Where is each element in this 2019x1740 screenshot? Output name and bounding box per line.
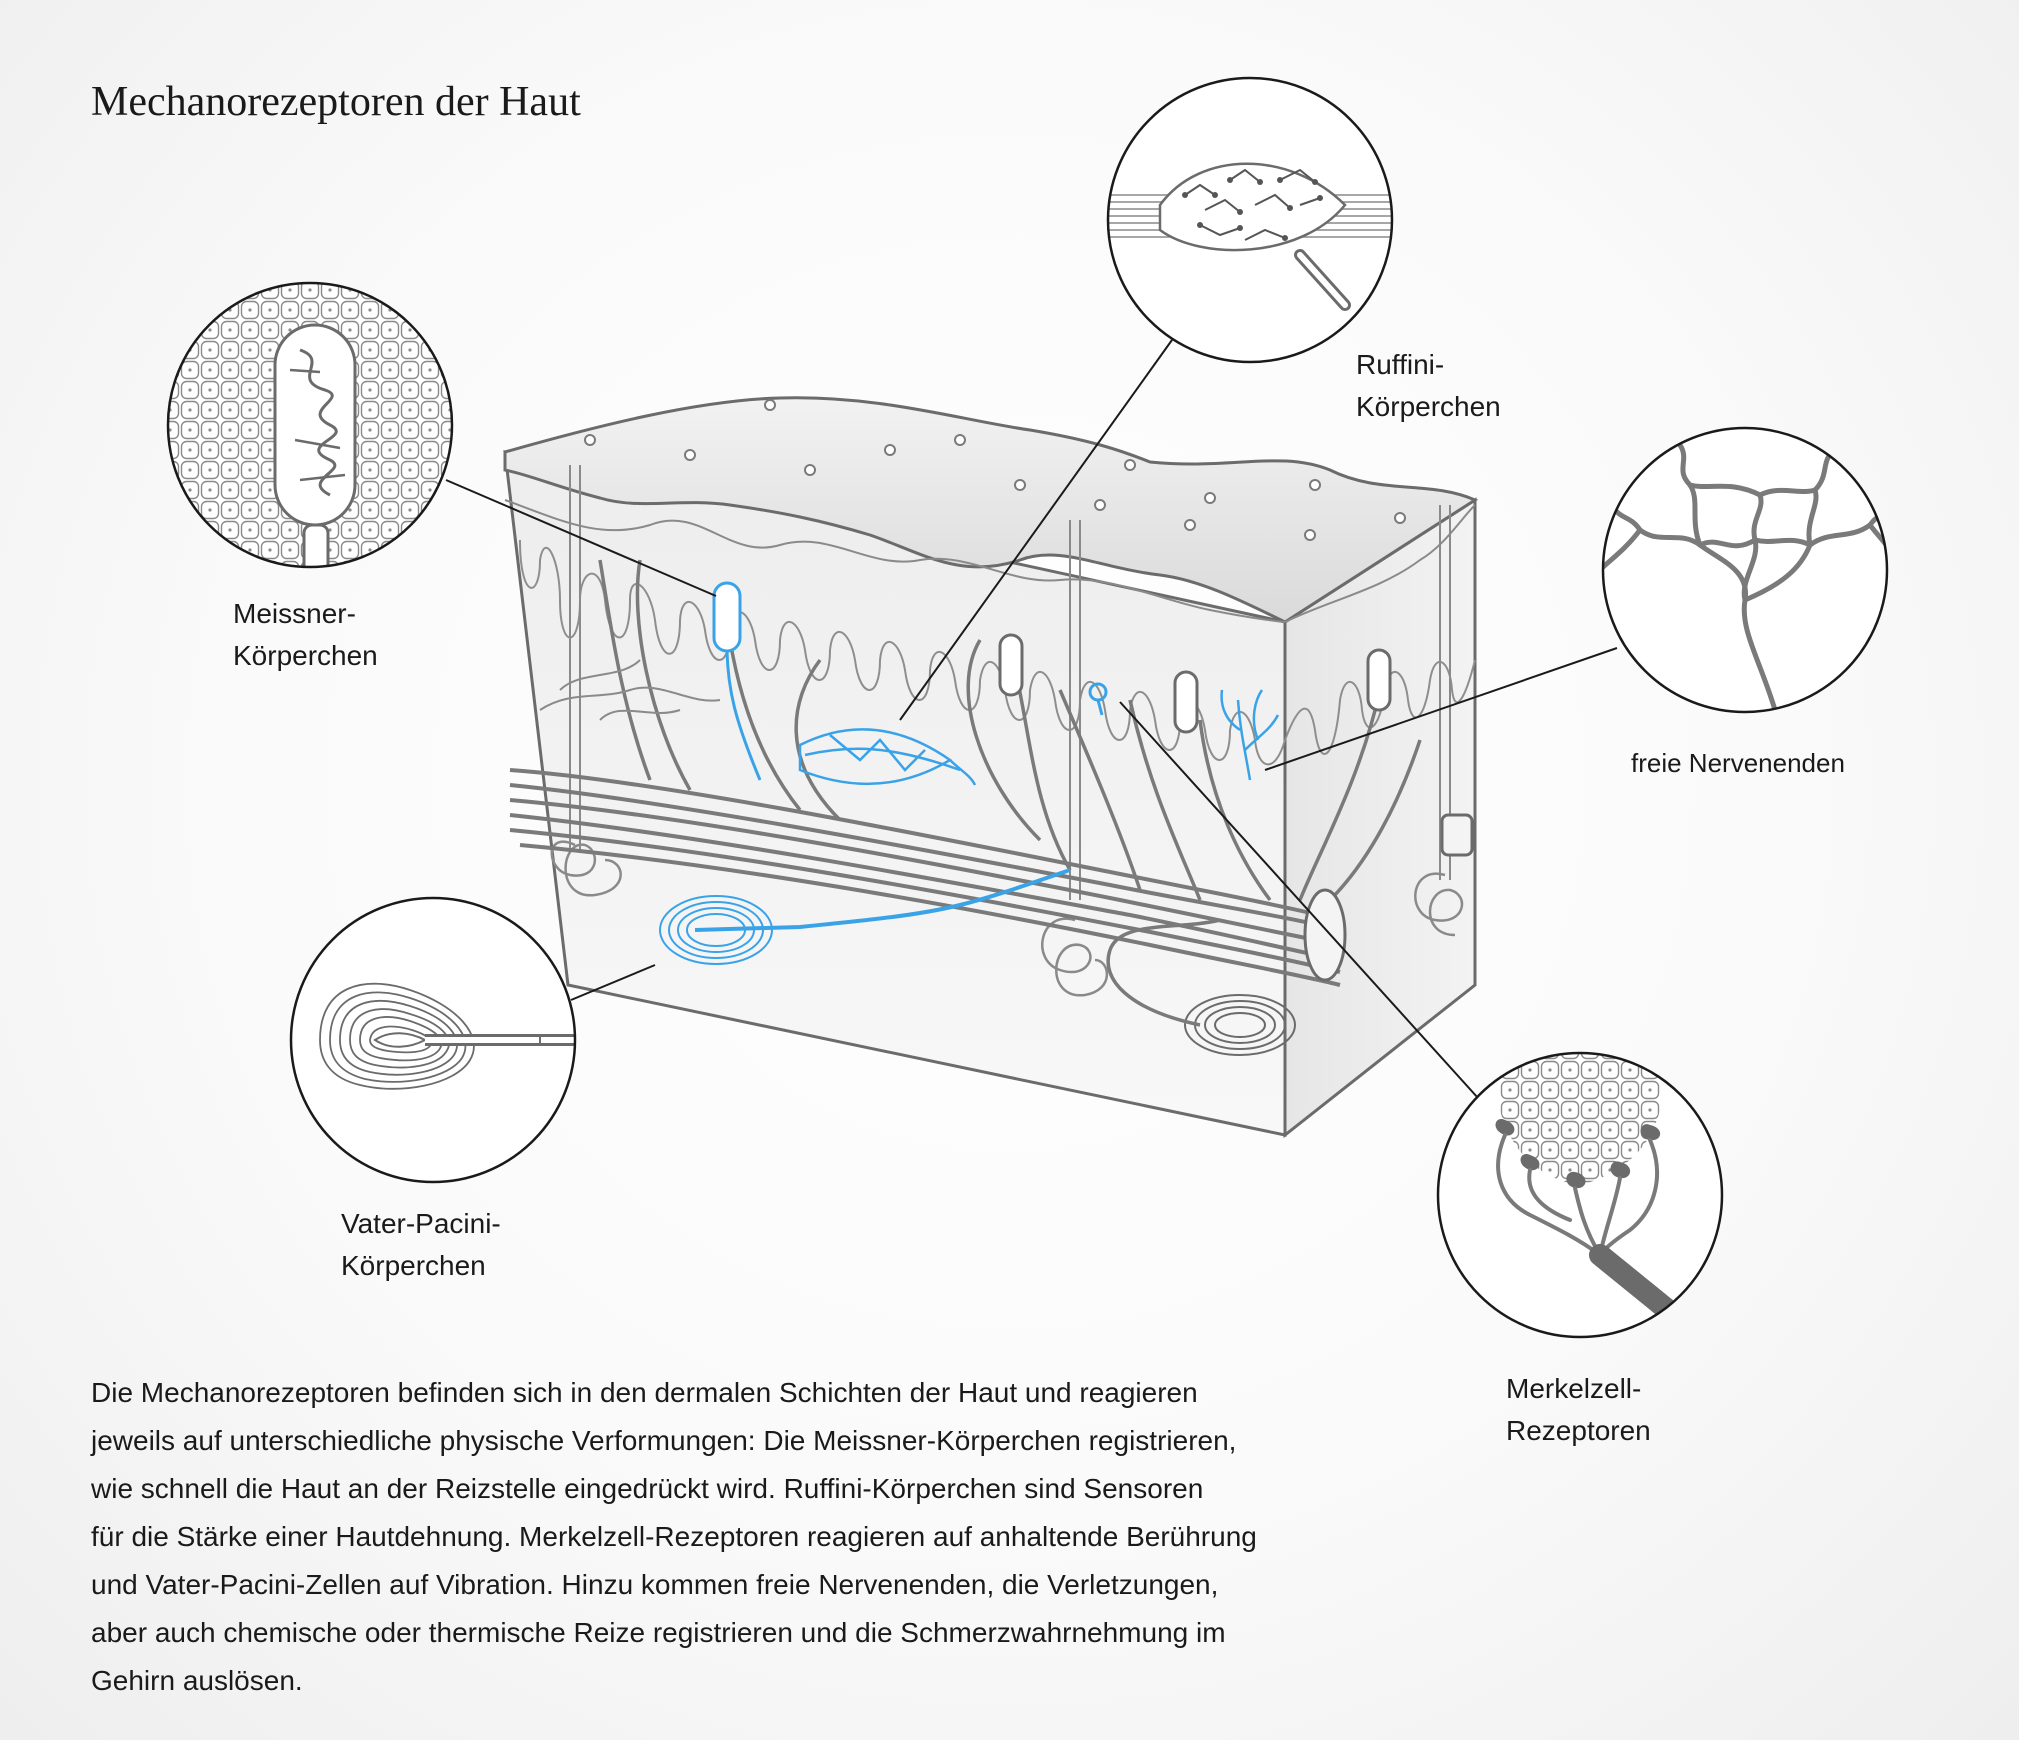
label-merkel: Merkelzell- Rezeptoren (1506, 1368, 1651, 1452)
skin-block (503, 396, 1479, 1139)
freie-nervenenden-magnifier (1601, 426, 1889, 714)
label-pacini-line-1: Vater-Pacini- (341, 1208, 501, 1239)
label-merkel-line-2: Rezeptoren (1506, 1415, 1651, 1446)
pointer-ruffini (899, 339, 1173, 721)
hair-shafts (569, 465, 1451, 900)
description-line: Die Mechanorezeptoren befinden sich in d… (91, 1377, 1198, 1408)
surface-pores (584, 399, 1406, 541)
pointer-pacini (570, 964, 656, 1001)
pointer-lines (445, 339, 1618, 1099)
nerve-branches (598, 559, 1422, 902)
pacini-corpuscle-grey (1184, 994, 1296, 1056)
label-pacini-line-2: Körperchen (341, 1250, 486, 1281)
nerve-bundle-end (1303, 888, 1347, 982)
label-ruffini-line-1: Ruffini- (1356, 349, 1445, 380)
label-meissner-line-1: Meissner- (233, 598, 356, 629)
ruffini-magnifier (1106, 76, 1394, 364)
label-meissner: Meissner- Körperchen (233, 593, 378, 677)
meissner-small-corpuscles (998, 633, 1392, 734)
free-nerve-endings-highlight (1220, 689, 1280, 781)
dermal-papillae (519, 539, 1286, 766)
nerve-bundle (509, 768, 1341, 987)
meissner-corpuscle-highlight (712, 581, 742, 653)
ruffini-corpuscle-highlight (798, 728, 977, 786)
pacini-magnifier (289, 896, 577, 1184)
merkel-nerve-blue (1096, 699, 1104, 716)
label-freie-nervenenden: freie Nervenenden (1631, 742, 1845, 784)
label-ruffini: Ruffini- Körperchen (1356, 344, 1501, 428)
description-line: aber auch chemische oder thermische Reiz… (91, 1617, 1226, 1648)
description-line: Gehirn auslösen. (91, 1665, 303, 1696)
dermal-network (539, 659, 721, 721)
description-line: wie schnell die Haut an der Reizstelle e… (91, 1473, 1204, 1504)
sweat-glands (550, 840, 1464, 997)
pointer-meissner (445, 479, 717, 597)
description-line: jeweils auf unterschiedliche physische V… (91, 1425, 1237, 1456)
label-ruffini-line-2: Körperchen (1356, 391, 1501, 422)
label-freie-line-1: freie Nervenenden (1631, 748, 1845, 778)
label-pacini: Vater-Pacini- Körperchen (341, 1203, 501, 1287)
description-paragraph: Die Mechanorezeptoren befinden sich in d… (91, 1369, 1491, 1705)
meissner-nerve-blue (725, 650, 762, 781)
description-line: für die Stärke einer Hautdehnung. Merkel… (91, 1521, 1257, 1552)
meissner-magnifier (166, 281, 454, 569)
hair-follicle (1440, 813, 1474, 857)
pacini-grey-nerve (1106, 918, 1221, 1027)
epidermis-wave-2 (1284, 504, 1476, 623)
pointer-freie (1264, 647, 1618, 771)
pacini-nerve (694, 868, 1071, 932)
label-merkel-line-1: Merkelzell- (1506, 1373, 1642, 1404)
pointer-merkel (1119, 701, 1479, 1099)
merkel-magnifier (1436, 1051, 1724, 1339)
label-meissner-line-2: Körperchen (233, 640, 378, 671)
description-line: und Vater-Pacini-Zellen auf Vibration. H… (91, 1569, 1219, 1600)
page-title: Mechanorezeptoren der Haut (91, 79, 581, 125)
epidermis-wave (504, 499, 1286, 623)
